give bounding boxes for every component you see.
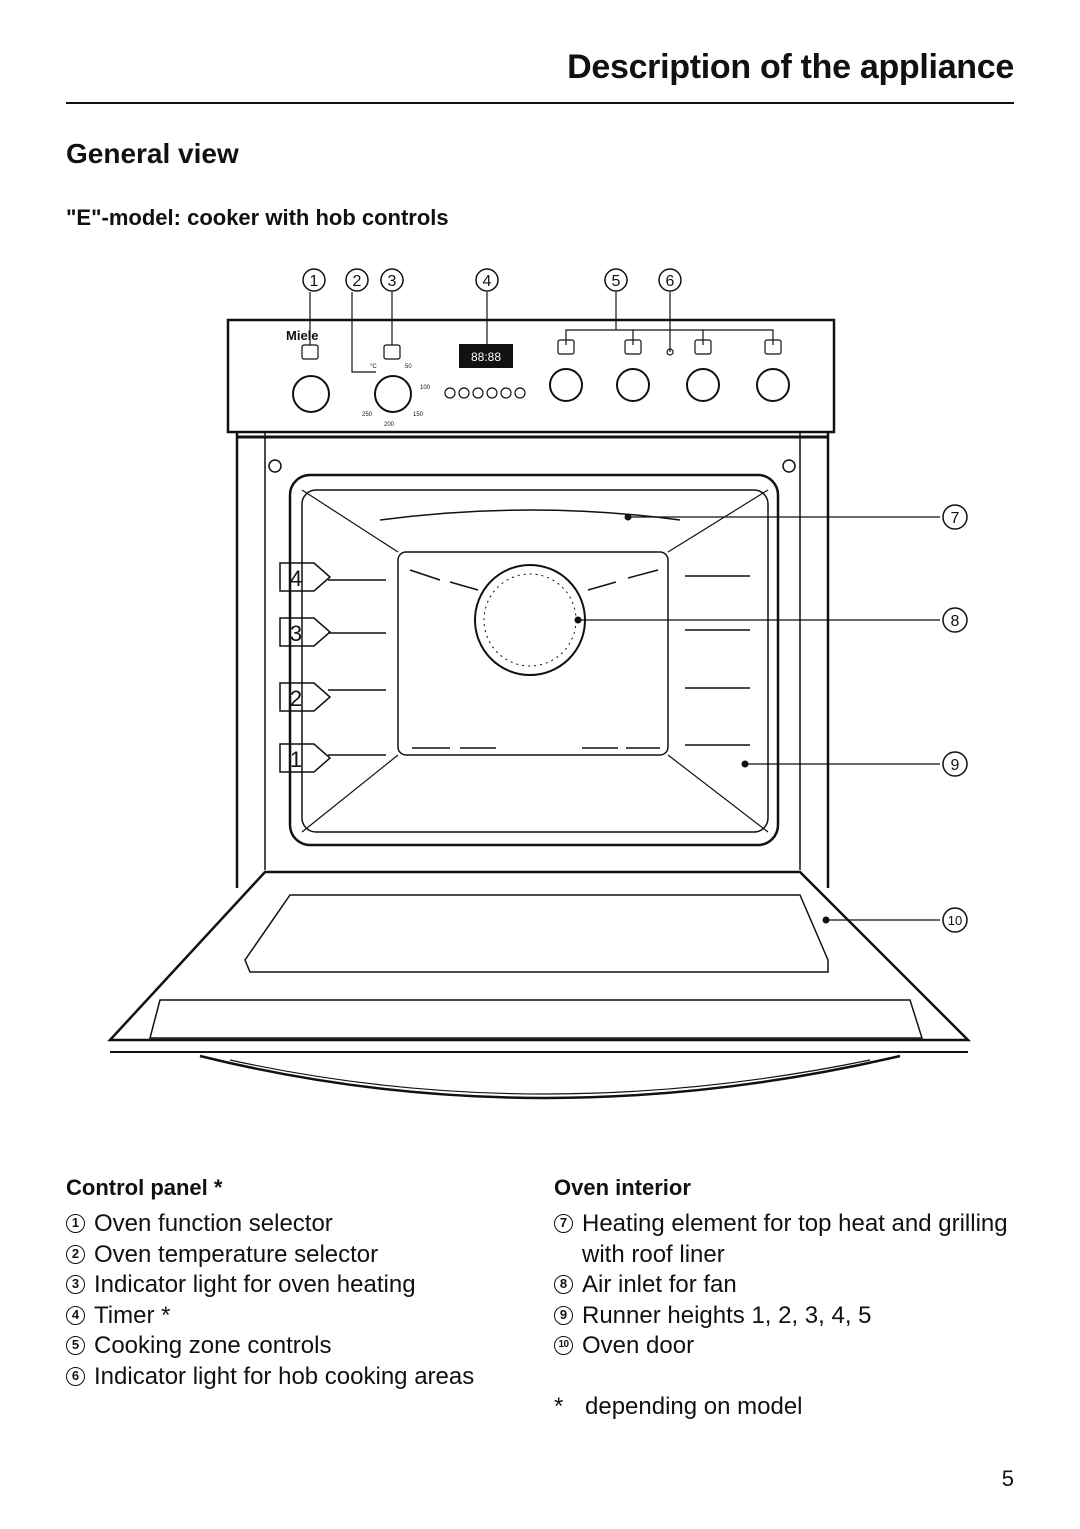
svg-text:4: 4	[483, 273, 492, 290]
svg-text:10: 10	[948, 913, 962, 928]
svg-text:100: 100	[420, 385, 431, 391]
svg-text:9: 9	[951, 757, 960, 774]
svg-text:3: 3	[388, 273, 397, 290]
footnote: *depending on model	[554, 1392, 803, 1420]
callout-1: 1	[302, 268, 326, 292]
svg-text:1: 1	[310, 273, 319, 290]
callout-8: 8	[942, 607, 968, 633]
page-number: 5	[1001, 1466, 1014, 1491]
callout-4: 4	[475, 268, 499, 292]
header-divider	[66, 102, 1014, 104]
brand-logo: Miele	[286, 328, 319, 343]
svg-text:250: 250	[362, 412, 373, 418]
runner-label-4: 4	[279, 562, 332, 592]
callout-7: 7	[942, 504, 968, 530]
oven-function-indicator	[301, 344, 319, 360]
timer-display	[459, 344, 513, 368]
callout-10: 10	[942, 907, 968, 933]
svg-text:200: 200	[384, 422, 395, 428]
runner-label-3: 3	[279, 617, 332, 647]
svg-text:4: 4	[290, 566, 302, 591]
runner-label-2: 2	[279, 682, 332, 712]
control-panel-heading: Control panel *	[66, 1175, 223, 1200]
oven-interior-heading: Oven interior	[554, 1175, 691, 1200]
svg-text:3: 3	[290, 621, 302, 646]
callout-6: 6	[658, 268, 682, 292]
oven-diagram: 1 2 3 4 5 6 Miele °C 50 100 150 200 250 …	[100, 255, 980, 1135]
svg-text:6: 6	[666, 273, 675, 290]
svg-text:5: 5	[612, 273, 621, 290]
svg-text:2: 2	[290, 686, 302, 711]
svg-text:8: 8	[951, 613, 960, 630]
timer-buttons[interactable]	[444, 387, 526, 399]
page-header-title: Description of the appliance	[567, 48, 1014, 86]
oven-function-selector[interactable]	[292, 375, 330, 413]
svg-text:°C: °C	[370, 364, 377, 370]
callout-3: 3	[380, 268, 404, 292]
svg-text:7: 7	[951, 510, 960, 527]
door-handle	[199, 1054, 901, 1100]
svg-text:50: 50	[405, 364, 412, 370]
oven-heating-indicator	[383, 344, 401, 360]
subsection-title: "E"-model: cooker with hob controls	[66, 205, 449, 230]
heating-element	[379, 509, 681, 521]
svg-text:88:88: 88:88	[471, 350, 501, 364]
oven-door[interactable]	[107, 870, 972, 1100]
callout-5: 5	[604, 268, 628, 292]
svg-text:150: 150	[413, 412, 424, 418]
oven-temperature-selector[interactable]	[374, 375, 412, 413]
cooking-zone-controls[interactable]	[549, 368, 790, 402]
svg-text:1: 1	[290, 747, 302, 772]
section-title: General view	[66, 138, 239, 169]
runner-label-1: 1	[279, 743, 332, 773]
callout-9: 9	[942, 751, 968, 777]
hob-indicator-light	[666, 348, 674, 356]
callout-2: 2	[345, 268, 369, 292]
svg-text:2: 2	[353, 273, 362, 290]
fan-air-inlet	[474, 564, 586, 676]
